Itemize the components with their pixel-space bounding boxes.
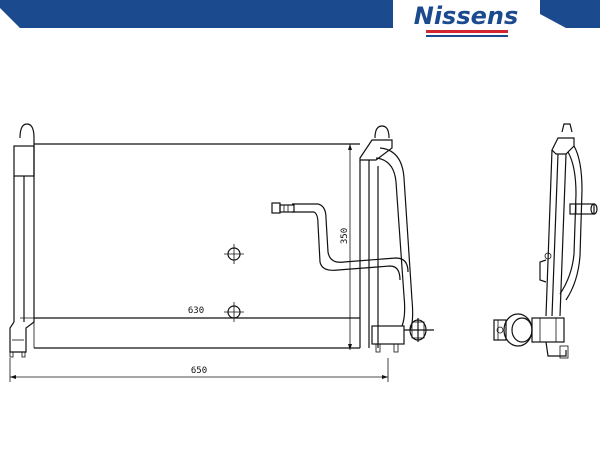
fitting-valve bbox=[404, 318, 434, 342]
brand-logo: Nissens bbox=[414, 2, 519, 37]
dimension-height-label: 350 bbox=[340, 228, 350, 244]
dimension-overall-width-label: 650 bbox=[191, 366, 207, 376]
left-tank bbox=[9, 123, 35, 358]
condenser-front-view bbox=[9, 123, 434, 358]
brand-logo-text: Nissens bbox=[414, 2, 519, 30]
mount-point-lower bbox=[224, 302, 244, 322]
logo-stripe-red bbox=[426, 30, 508, 33]
mount-point-upper bbox=[224, 244, 244, 264]
header-bar-left bbox=[0, 0, 393, 28]
logo-stripe-blue bbox=[426, 35, 508, 37]
condenser-side-view bbox=[493, 123, 598, 359]
header-bar-right bbox=[540, 0, 600, 28]
header-banner: Nissens bbox=[0, 0, 600, 37]
right-tank bbox=[359, 125, 405, 353]
dimension-core-width: 630 bbox=[20, 306, 360, 319]
dimension-overall-width: 650 bbox=[9, 358, 389, 382]
core bbox=[33, 143, 360, 349]
dimension-height: 350 bbox=[340, 144, 352, 350]
dimension-core-width-label: 630 bbox=[188, 306, 204, 316]
